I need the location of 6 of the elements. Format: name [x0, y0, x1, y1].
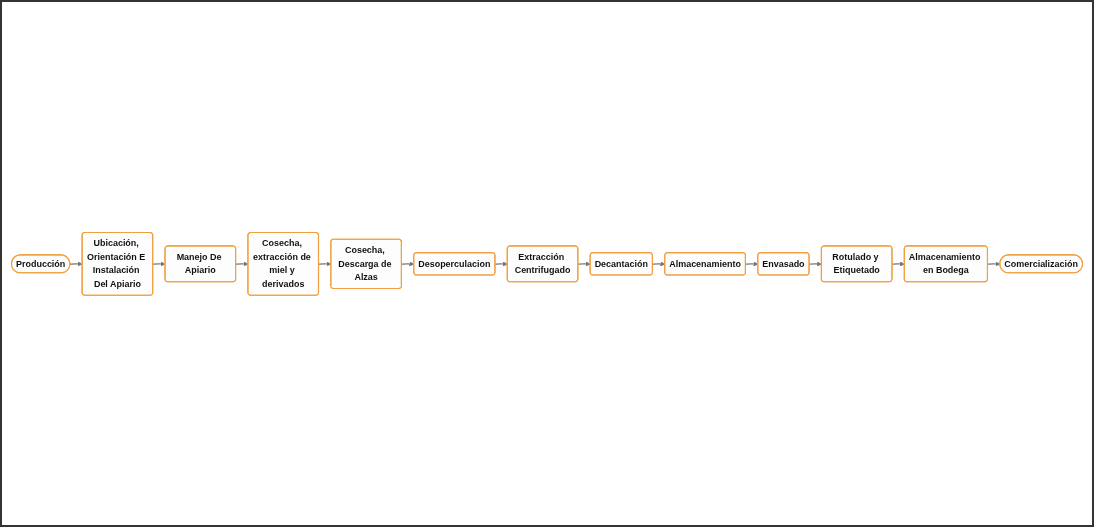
arrow [69, 261, 83, 267]
arrow [891, 261, 905, 267]
arrow [577, 261, 591, 267]
arrow [152, 261, 166, 267]
arrow [494, 261, 508, 267]
arrow [987, 261, 1001, 267]
